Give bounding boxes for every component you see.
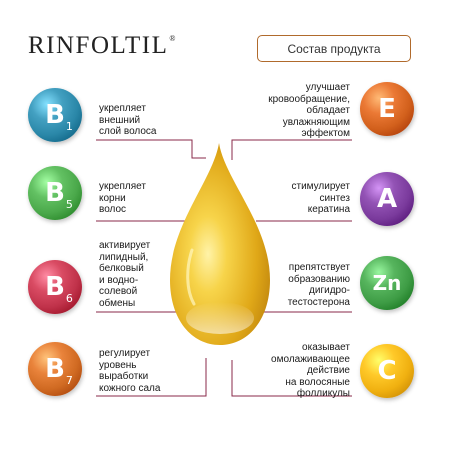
vitamin-e-ball: E <box>360 82 414 136</box>
vitamin-a-ball: A <box>360 172 414 226</box>
registered-mark: ® <box>169 34 177 43</box>
brand-logo: RINFOLTIL® <box>28 32 177 60</box>
badge-label: Состав продукта <box>287 41 381 56</box>
brand-name: RINFOLTIL <box>28 32 169 59</box>
product-composition-badge[interactable]: Состав продукта <box>257 35 411 62</box>
mineral-zinc-ball: Zn <box>360 256 414 310</box>
vitamin-c-ball: C <box>360 344 414 398</box>
oil-drop-icon <box>170 143 270 345</box>
